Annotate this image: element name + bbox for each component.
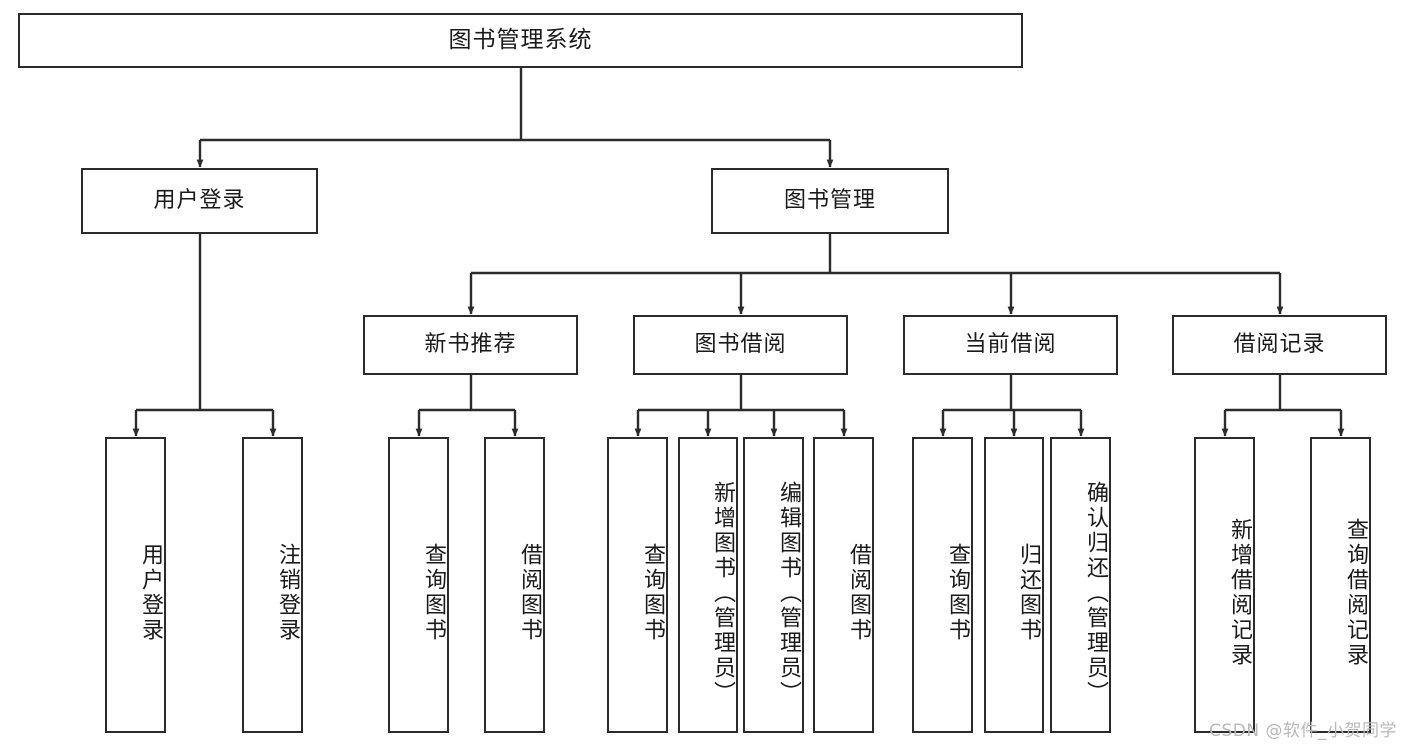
node-label: 用户登录 — [153, 187, 246, 213]
node-label: 归还图书 — [1016, 543, 1041, 643]
node-leaf-2[interactable]: 注销登录 — [242, 437, 303, 733]
node-label: 注销登录 — [275, 543, 300, 643]
node-leaf-4[interactable]: 借阅图书 — [484, 437, 545, 733]
node-leaf-11[interactable]: 确认归还（管理员） — [1050, 437, 1111, 733]
node-label: 编辑图书（管理员） — [776, 480, 801, 706]
node-login[interactable]: 用户登录 — [81, 168, 318, 234]
node-leaf-12[interactable]: 新增借阅记录 — [1194, 437, 1255, 733]
node-leaf-7[interactable]: 编辑图书（管理员） — [743, 437, 804, 733]
node-label: 确认归还（管理员） — [1083, 480, 1108, 706]
node-label: 新书推荐 — [424, 331, 517, 357]
node-label: 图书借阅 — [694, 331, 787, 357]
node-records[interactable]: 借阅记录 — [1172, 315, 1387, 375]
node-leaf-8[interactable]: 借阅图书 — [813, 437, 874, 733]
node-leaf-6[interactable]: 新增图书（管理员） — [678, 437, 738, 733]
edge-group — [132, 68, 1345, 437]
node-label: 图书管理 — [783, 187, 876, 213]
node-label: 用户登录 — [138, 543, 163, 643]
node-label: 当前借阅 — [964, 331, 1057, 357]
watermark-label: CSDN @软件_小贺同学 — [1209, 721, 1397, 741]
node-leaf-5[interactable]: 查询图书 — [607, 437, 668, 733]
node-leaf-10[interactable]: 归还图书 — [984, 437, 1044, 733]
node-leaf-9[interactable]: 查询图书 — [912, 437, 973, 733]
node-root[interactable]: 图书管理系统 — [18, 13, 1023, 68]
node-label: 图书管理系统 — [448, 26, 593, 53]
node-label: 新增图书（管理员） — [710, 480, 735, 706]
node-label: 新增借阅记录 — [1227, 518, 1252, 668]
node-label: 查询图书 — [640, 543, 665, 643]
node-bookmgmt[interactable]: 图书管理 — [711, 168, 949, 234]
node-current[interactable]: 当前借阅 — [903, 315, 1118, 375]
node-label: 借阅记录 — [1233, 331, 1326, 357]
node-label: 查询借阅记录 — [1343, 518, 1368, 668]
node-leaf-13[interactable]: 查询借阅记录 — [1310, 437, 1371, 733]
node-leaf-1[interactable]: 用户登录 — [105, 437, 166, 733]
node-leaf-3[interactable]: 查询图书 — [388, 437, 449, 733]
node-label: 借阅图书 — [846, 543, 871, 643]
node-label: 查询图书 — [421, 543, 446, 643]
node-label: 查询图书 — [945, 543, 970, 643]
node-borrow[interactable]: 图书借阅 — [633, 315, 848, 375]
node-newbook[interactable]: 新书推荐 — [363, 315, 578, 375]
node-label: 借阅图书 — [517, 543, 542, 643]
